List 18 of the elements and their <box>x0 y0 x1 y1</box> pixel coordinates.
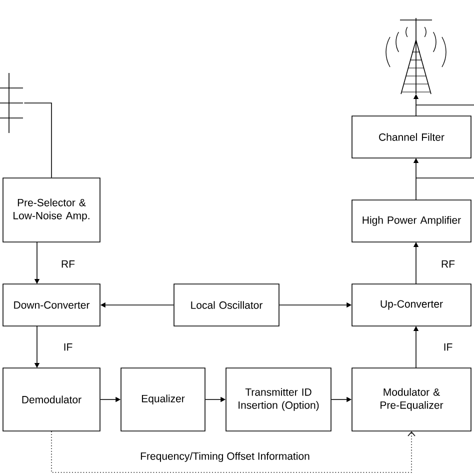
tower-drawing <box>386 18 446 94</box>
block-box: Modulator & Pre-Equalizer <box>352 368 472 432</box>
edge-label: RF <box>60 259 76 269</box>
block-box: Transmitter ID Insertion (Option) <box>226 368 332 432</box>
block-box: Up-Converter <box>352 284 472 326</box>
edge-label: IF <box>442 342 454 352</box>
block-box: Pre-Selector & Low-Noise Amp. <box>2 178 100 242</box>
arrow <box>51 431 416 473</box>
block-box: High Power Amplifier <box>352 200 472 242</box>
edge-label: Frequency/Timing Offset Information <box>139 451 311 463</box>
block-box: Equalizer <box>120 368 206 432</box>
edge-label: RF <box>440 259 456 269</box>
block-box: Demodulator <box>2 368 100 432</box>
block-box: Channel Filter <box>352 116 472 158</box>
antenna-drawing <box>0 72 24 134</box>
block-box: Down-Converter <box>2 284 100 326</box>
edge-label: IF <box>62 342 74 352</box>
block-box: Local Oscillator <box>174 284 280 326</box>
